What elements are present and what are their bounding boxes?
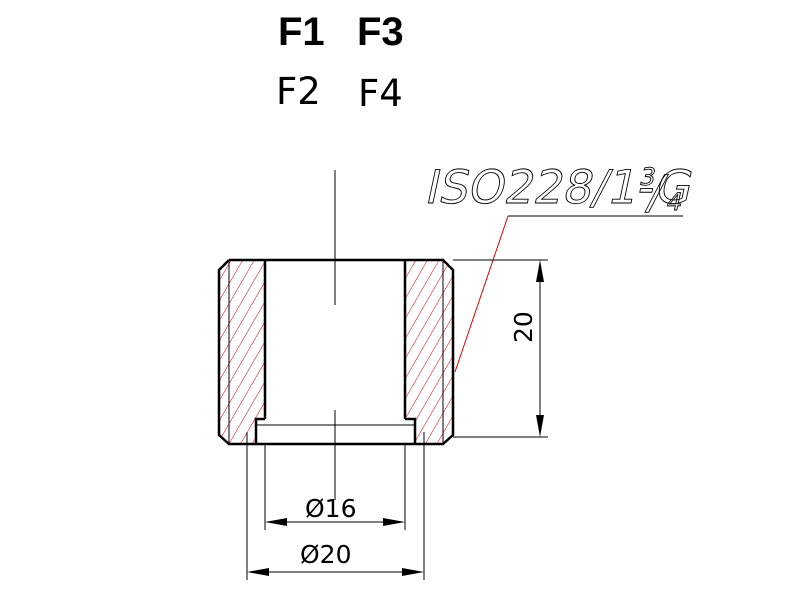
thread-spec-callout: ISO228/1-G 3 / 4 — [421, 160, 699, 373]
inner-diameter-text: Ø16 — [305, 494, 357, 523]
title-f3: F3 — [357, 10, 404, 54]
title-f2: F2 — [276, 70, 321, 113]
height-dimension: 20 — [453, 259, 548, 438]
height-dimension-text: 20 — [509, 311, 538, 343]
outer-diameter-text: Ø20 — [300, 540, 352, 569]
thread-spec-numerator: 3 — [637, 162, 658, 191]
thread-spec-denominator: 4 — [664, 187, 685, 216]
part-outline — [217, 258, 455, 446]
section-hatching — [219, 260, 453, 444]
outer-diameter-dimension: Ø20 — [246, 444, 425, 580]
thread-leader-line — [454, 215, 509, 373]
right-wall-hatch — [405, 260, 453, 444]
inner-diameter-dimension: Ø16 — [264, 444, 406, 530]
counterbore-contour-right — [405, 417, 417, 444]
thread-spec-main: ISO228/1-G — [422, 160, 699, 213]
counterbore-contour — [254, 417, 265, 444]
left-wall-hatch — [219, 260, 265, 444]
title-f4: F4 — [358, 72, 403, 115]
title-f1: F1 — [278, 10, 325, 54]
